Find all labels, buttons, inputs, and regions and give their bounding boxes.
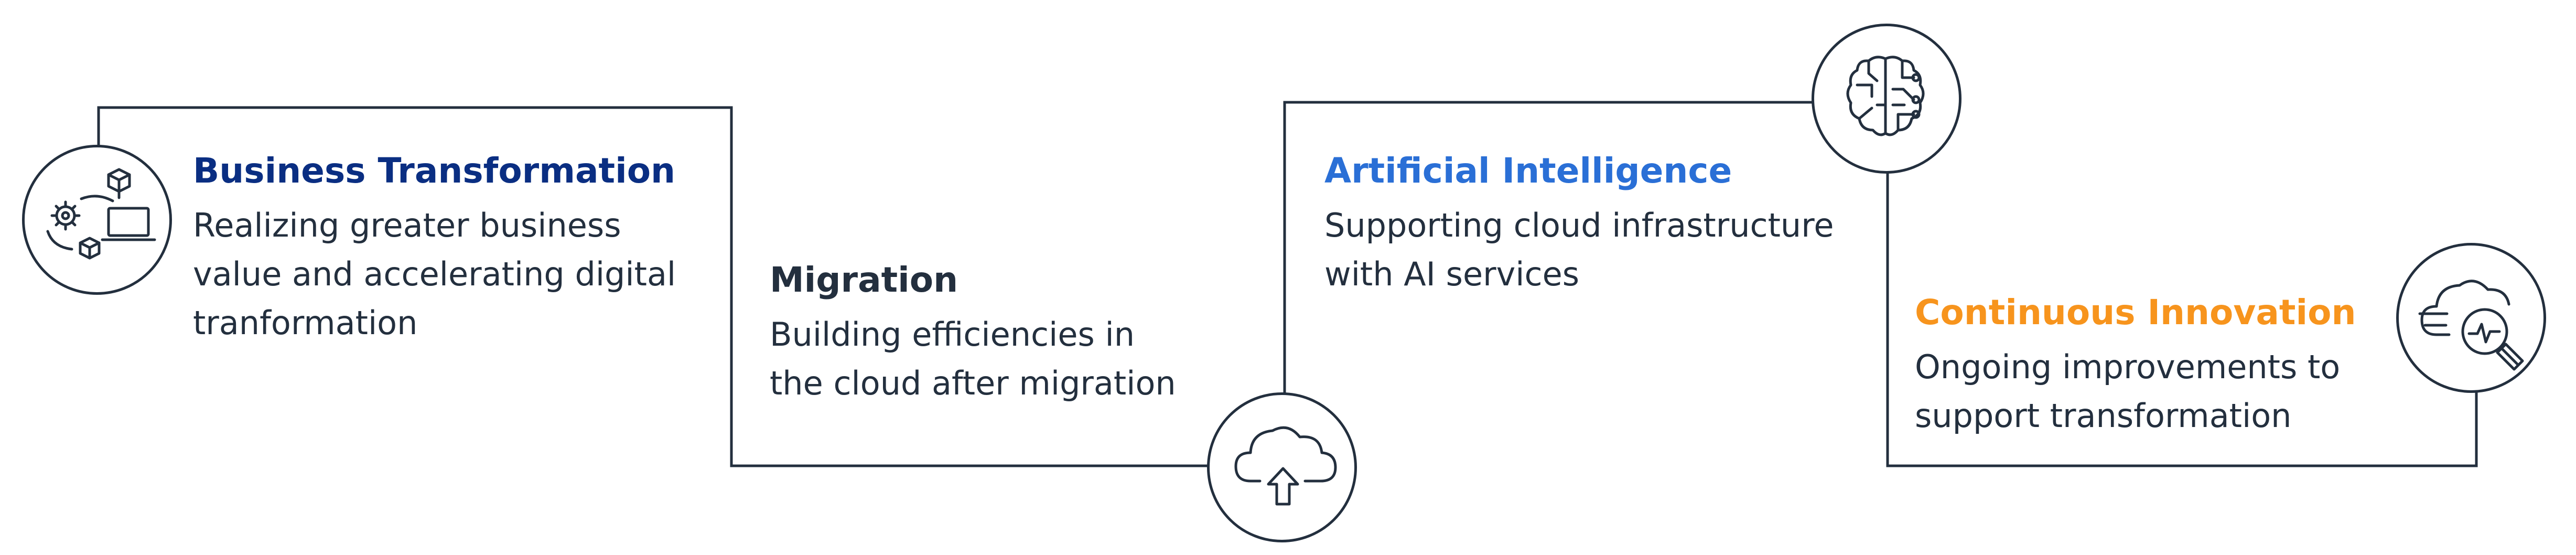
- step-migration: Migration Building efficiencies in the c…: [770, 261, 1176, 408]
- step-description: Ongoing improvements to support transfor…: [1915, 343, 2356, 440]
- step-title: Continuous Innovation: [1915, 292, 2356, 333]
- description-line: Supporting cloud infrastructure: [1324, 206, 1834, 244]
- description-line: the cloud after migration: [770, 364, 1176, 402]
- cloud-upload-icon: [1207, 392, 1357, 542]
- description-line: with AI services: [1324, 254, 1580, 293]
- ai-brain-circuit-icon: [1812, 24, 1961, 174]
- step-description: Supporting cloud infrastructure with AI …: [1324, 201, 1834, 298]
- step-business-transformation: Business Transformation Realizing greate…: [193, 152, 676, 347]
- description-line: Realizing greater business: [193, 206, 621, 244]
- cloud-monitoring-icon: [2396, 243, 2546, 393]
- description-line: Ongoing improvements to: [1915, 347, 2341, 386]
- step-title: Migration: [770, 260, 958, 300]
- description-line: Building efficiencies in: [770, 315, 1135, 354]
- step-continuous-innovation: Continuous Innovation Ongoing improvemen…: [1915, 292, 2356, 440]
- step-description: Building efficiencies in the cloud after…: [770, 310, 1176, 408]
- step-title: Business Transformation: [193, 151, 676, 191]
- description-line: value and accelerating digital: [193, 254, 676, 293]
- description-line: tranformation: [193, 303, 418, 342]
- business-transformation-icon: [22, 145, 172, 295]
- step-description: Realizing greater business value and acc…: [193, 201, 676, 347]
- step-title: Artificial Intelligence: [1324, 151, 1732, 191]
- description-line: support transformation: [1915, 396, 2292, 435]
- step-artificial-intelligence: Artificial Intelligence Supporting cloud…: [1324, 152, 1834, 298]
